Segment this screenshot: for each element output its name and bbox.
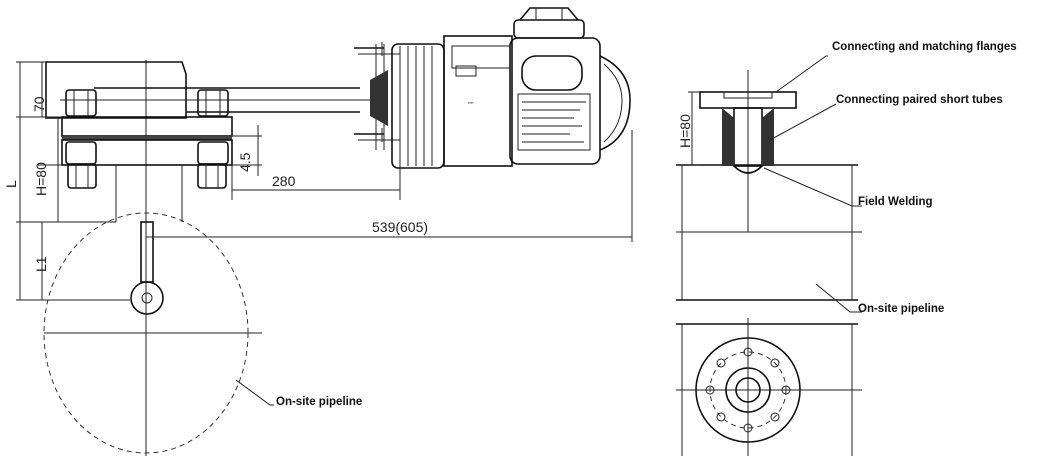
dim-text-L1: L1	[33, 256, 49, 272]
lower-flange	[61, 139, 233, 166]
plan-bolt-holes	[705, 347, 791, 433]
dim-text-h80-left: H=80	[33, 162, 49, 196]
probe-rod	[140, 221, 154, 283]
plan-tube-inner	[735, 377, 761, 403]
top-cap	[513, 19, 585, 39]
side-cover	[599, 55, 631, 151]
actuator-housing: ▪▪▪▪	[354, 7, 631, 169]
probe-tip	[130, 281, 164, 315]
label-pipeline-right: On-site pipeline	[858, 303, 944, 315]
leader-welding	[763, 167, 862, 207]
dim-text-4-5: 4.5	[237, 152, 253, 172]
actuator-cone	[370, 70, 388, 126]
weld-bead	[733, 165, 763, 174]
leader-flanges	[775, 55, 828, 93]
weld-right	[762, 108, 774, 166]
probe-tip-center	[141, 292, 153, 304]
label-connecting-flanges: Connecting and matching flanges	[832, 41, 1017, 53]
leader-pipeline-right	[815, 283, 862, 313]
actuator-body	[443, 35, 513, 167]
window-slot	[521, 55, 583, 91]
right-side-view: H=80 Connecting and matching flanges Con…	[676, 41, 1017, 456]
gasket-strip	[62, 136, 232, 140]
leader-pipeline-left	[235, 379, 274, 406]
upper-flange	[61, 116, 233, 137]
left-side-view: L 70 H=80 L1 4.5 280 539(605) ▪▪▪▪	[3, 7, 633, 456]
plan-tube-outer	[725, 367, 771, 413]
dim-text-L: L	[3, 180, 19, 188]
weld-left	[722, 108, 734, 166]
dim-text-h80-right: H=80	[677, 114, 693, 148]
bolt-bottom-right	[197, 141, 229, 189]
label-paired-tubes: Connecting paired short tubes	[836, 94, 1003, 106]
bolt-top-left	[65, 89, 97, 117]
junction-box	[509, 37, 601, 165]
dim-text-70: 70	[31, 96, 47, 112]
dim-text-539: 539(605)	[372, 219, 428, 235]
plan-flange-outer	[695, 337, 801, 443]
plan-bolt-circle	[709, 351, 787, 429]
nameplate	[517, 93, 591, 151]
dim-text-280: 280	[272, 173, 296, 189]
top-block	[45, 61, 187, 119]
label-field-welding: Field Welding	[858, 196, 933, 208]
bolt-bottom-left	[65, 141, 97, 189]
body-nameplate-text: ▪▪▪▪	[468, 100, 474, 105]
label-pipeline-left: On-site pipeline	[276, 396, 362, 408]
leader-tubes	[769, 103, 837, 141]
